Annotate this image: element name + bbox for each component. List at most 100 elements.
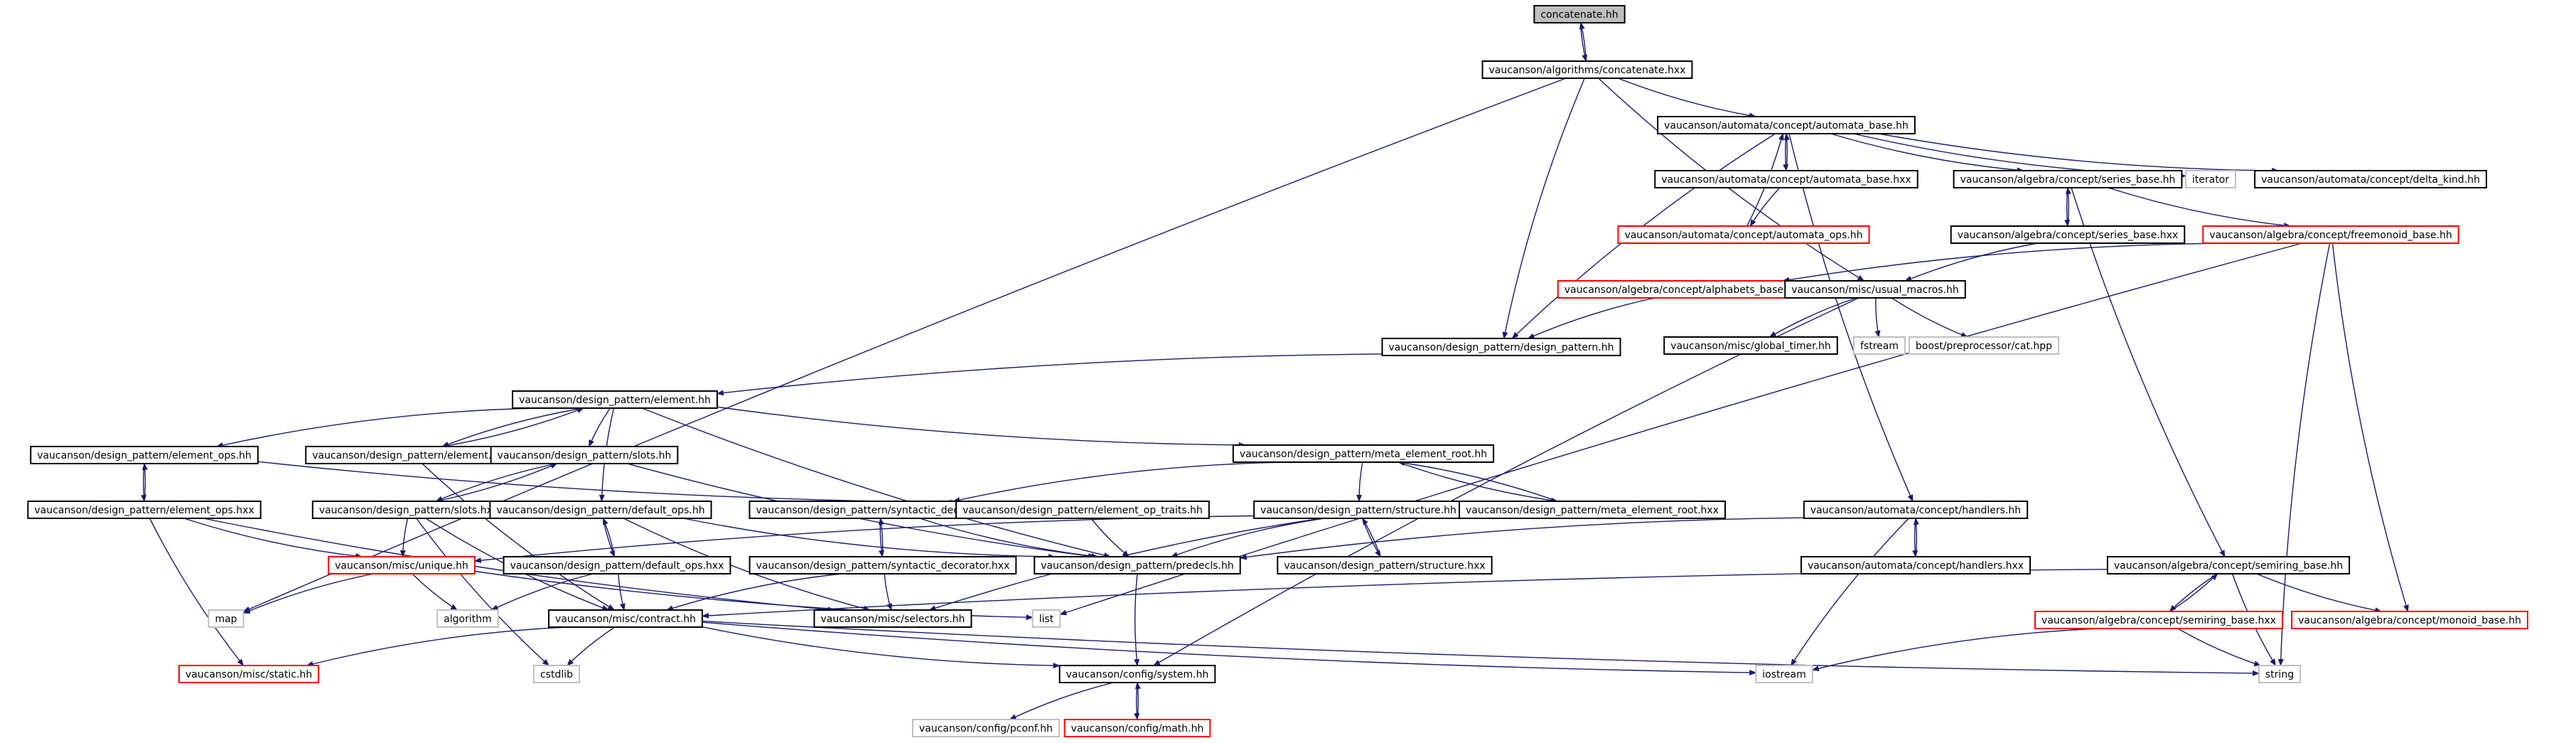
node-label: map [215, 614, 237, 625]
dependency-edge [1009, 682, 1114, 720]
graph-node-alphabets-base-hh[interactable]: vaucanson/algebra/concept/alphabets_base… [1557, 280, 1807, 299]
node-label: concatenate.hh [1540, 9, 1618, 21]
graph-node-monoid-base-hh[interactable]: vaucanson/algebra/concept/monoid_base.hh [2291, 611, 2528, 629]
node-box [548, 609, 703, 628]
node-box [1381, 338, 1621, 356]
graph-node-syntactic-decorator-hh[interactable]: vaucanson/design_pattern/syntactic_decor… [748, 501, 1011, 519]
node-box [27, 501, 262, 519]
node-box [532, 665, 581, 683]
node-label: vaucanson/design_pattern/default_ops.hxx [510, 560, 724, 572]
graph-node-delta-kind-hh[interactable]: vaucanson/automata/concept/delta_kind.hh [2254, 170, 2487, 188]
dependency-edge [141, 463, 148, 502]
dependency-edge [641, 407, 1112, 558]
node-box [911, 719, 1061, 737]
graph-node-fstream: fstream [1853, 336, 1906, 355]
nodes-layer: concatenate.hh vaucanson/algorithms/conca… [27, 5, 2528, 737]
graph-node-system-hh[interactable]: vaucanson/config/system.hh [1058, 665, 1216, 683]
graph-node-syntactic-decorator-hxx[interactable]: vaucanson/design_pattern/syntactic_decor… [748, 556, 1017, 574]
node-box [1953, 170, 2183, 188]
graph-node-concatenate-hxx[interactable]: vaucanson/algorithms/concatenate.hxx [1481, 60, 1693, 79]
dependency-edge [2064, 187, 2071, 227]
node-box [1908, 336, 2060, 355]
node-label: vaucanson/design_pattern/element_ops.hh [37, 450, 252, 461]
dependency-edge [1617, 77, 1756, 119]
dependency-edge [1783, 133, 1790, 171]
graph-node-automata-ops-hh[interactable]: vaucanson/automata/concept/automata_ops.… [1617, 225, 1870, 244]
graph-node-series-base-hxx[interactable]: vaucanson/algebra/concept/series_base.hx… [1950, 225, 2186, 244]
node-label: vaucanson/algebra/concept/freemonoid_bas… [2209, 230, 2452, 241]
graph-node-slots-hh[interactable]: vaucanson/design_pattern/slots.hh [490, 446, 679, 464]
node-box [2034, 611, 2283, 629]
node-label: vaucanson/config/pconf.hh [919, 723, 1053, 734]
graph-node-element-hxx[interactable]: vaucanson/design_pattern/element.hxx [305, 446, 517, 464]
node-label: vaucanson/automata/concept/automata_base… [1664, 120, 1909, 132]
graph-node-element-op-traits-hh[interactable]: vaucanson/design_pattern/element_op_trai… [955, 501, 1210, 519]
dependency-edge [435, 463, 557, 502]
node-label: vaucanson/automata/concept/automata_base… [1661, 174, 1911, 186]
node-label: vaucanson/design_pattern/syntactic_decor… [756, 560, 1010, 572]
dependency-edge [436, 463, 558, 502]
graph-node-semiring-base-hxx[interactable]: vaucanson/algebra/concept/semiring_base.… [2034, 611, 2283, 629]
graph-node-predecls-hh[interactable]: vaucanson/design_pattern/predecls.hh [1034, 556, 1241, 574]
node-label: vaucanson/misc/contract.hh [555, 614, 696, 625]
dependency-edge [149, 518, 245, 666]
node-box [30, 446, 259, 464]
dependency-edge [702, 569, 2108, 619]
graph-node-series-base-hh[interactable]: vaucanson/algebra/concept/series_base.hh [1953, 170, 2183, 188]
dependency-edge [242, 77, 1567, 612]
node-label: vaucanson/automata/concept/handlers.hh [1810, 505, 2021, 516]
node-label: vaucanson/design_pattern/element.hh [519, 395, 711, 406]
node-box [2254, 170, 2487, 188]
graph-node-usual-macros-hh[interactable]: vaucanson/misc/usual_macros.hh [1784, 280, 1966, 299]
graph-node-math-hh[interactable]: vaucanson/config/math.hh [1063, 719, 1211, 737]
node-box [1034, 556, 1241, 574]
node-label: vaucanson/misc/static.hh [186, 669, 312, 680]
graph-node-automata-base-hh[interactable]: vaucanson/automata/concept/automata_base… [1657, 116, 1916, 134]
graph-node-handlers-hh[interactable]: vaucanson/automata/concept/handlers.hh [1803, 501, 2029, 519]
graph-node-element-ops-hxx[interactable]: vaucanson/design_pattern/element_ops.hxx [27, 501, 262, 519]
graph-node-selectors-hh[interactable]: vaucanson/misc/selectors.hh [813, 609, 972, 628]
graph-node-static-hh[interactable]: vaucanson/misc/static.hh [178, 665, 320, 683]
graph-node-unique-hh[interactable]: vaucanson/misc/unique.hh [328, 556, 476, 574]
node-box [178, 665, 320, 683]
node-box [1755, 665, 1813, 683]
graph-node-meta-element-root-hxx[interactable]: vaucanson/design_pattern/meta_element_ro… [1459, 501, 1726, 519]
graph-node-meta-element-root-hh[interactable]: vaucanson/design_pattern/meta_element_ro… [1232, 444, 1495, 463]
graph-node-slots-hxx[interactable]: vaucanson/design_pattern/slots.hxx [311, 501, 506, 519]
graph-node-structure-hxx[interactable]: vaucanson/design_pattern/structure.hxx [1277, 556, 1493, 574]
graph-node-global-timer-hh[interactable]: vaucanson/misc/global_timer.hh [1663, 336, 1838, 355]
graph-node-concatenate-hh[interactable]: concatenate.hh [1533, 5, 1626, 23]
graph-node-element-ops-hh[interactable]: vaucanson/design_pattern/element_ops.hh [30, 446, 259, 464]
dependency-edge [1502, 77, 1585, 339]
node-label: vaucanson/algebra/concept/series_base.hx… [1958, 230, 2179, 241]
graph-node-default-ops-hh[interactable]: vaucanson/design_pattern/default_ops.hh [489, 501, 712, 519]
node-box [1784, 280, 1966, 299]
node-box [1232, 444, 1495, 463]
dependency-edge [2108, 187, 2292, 229]
dependency-edge [602, 518, 616, 557]
node-label: vaucanson/design_pattern/element_ops.hxx [34, 505, 254, 516]
graph-node-handlers-hxx[interactable]: vaucanson/automata/concept/handlers.hxx [1800, 556, 2032, 574]
node-label: cstdlib [540, 669, 573, 680]
node-box [1253, 501, 1464, 519]
graph-node-design-pattern-hh[interactable]: vaucanson/design_pattern/design_pattern.… [1381, 338, 1621, 356]
node-label: vaucanson/design_pattern/structure.hh [1260, 505, 1456, 516]
graph-node-map: map [208, 609, 245, 628]
dependency-edge [1527, 297, 1655, 339]
graph-node-semiring-base-hh[interactable]: vaucanson/algebra/concept/semiring_base.… [2106, 556, 2351, 574]
graph-node-automata-base-hxx[interactable]: vaucanson/automata/concept/automata_base… [1654, 170, 1918, 188]
dependency-edge [441, 407, 584, 447]
node-label: vaucanson/misc/global_timer.hh [1670, 341, 1831, 352]
graph-node-contract-hh[interactable]: vaucanson/misc/contract.hh [548, 609, 703, 628]
graph-node-freemonoid-base-hh[interactable]: vaucanson/algebra/concept/freemonoid_bas… [2202, 225, 2459, 244]
node-box [1481, 60, 1693, 79]
graph-node-structure-hh[interactable]: vaucanson/design_pattern/structure.hh [1253, 501, 1464, 519]
graph-node-element-hh[interactable]: vaucanson/design_pattern/element.hh [512, 390, 718, 409]
graph-node-default-ops-hxx[interactable]: vaucanson/design_pattern/default_ops.hxx [503, 556, 731, 574]
dependency-edge [1912, 518, 1918, 557]
dependency-edge [1769, 297, 1857, 338]
node-label: vaucanson/design_pattern/meta_element_ro… [1466, 505, 1719, 516]
dependency-edge [473, 515, 1255, 564]
dependency-edge [183, 518, 363, 559]
